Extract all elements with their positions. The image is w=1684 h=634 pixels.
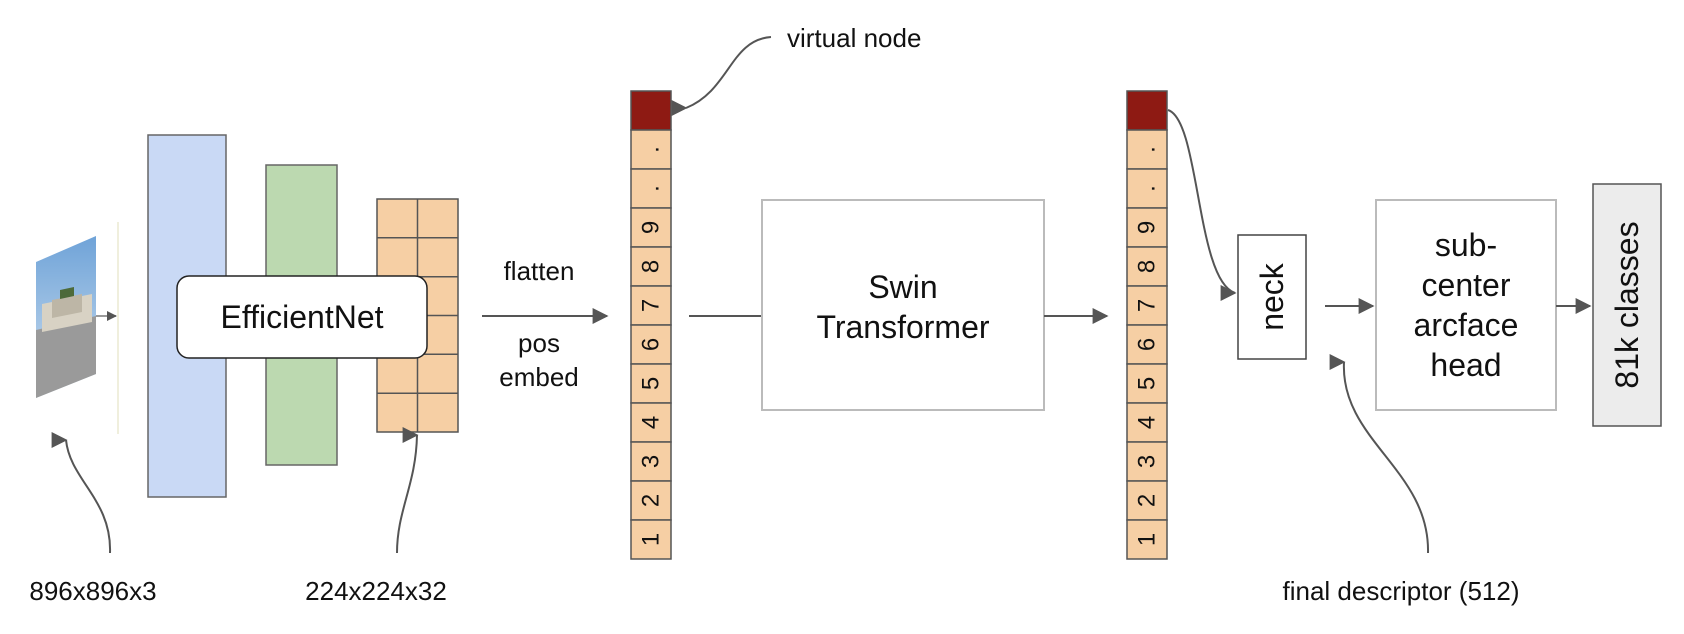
output-sequence-cell: [1126, 519, 1168, 560]
output-sequence-virtual-node: [1126, 90, 1168, 131]
output-sequence-cell-label: .: [1134, 146, 1161, 153]
arcface-head-line-1: sub-: [1435, 227, 1497, 263]
final-descriptor-label: final descriptor (512): [1283, 576, 1520, 606]
input-size-arrow: [51, 432, 112, 554]
input-sequence-cell: [630, 363, 672, 404]
input-sequence-cell-label: 9: [638, 221, 665, 234]
input-image: [36, 236, 96, 398]
input-sequence-cell: [630, 207, 672, 248]
input-sequence-cell: [630, 519, 672, 560]
virtual-node-arrow: [671, 36, 772, 116]
input-sequence-cell-label: .: [638, 185, 665, 192]
swin-label-line-2: Transformer: [816, 309, 989, 345]
input-sequence-cell: [630, 324, 672, 365]
input-sequence-cell: [630, 285, 672, 326]
efficientnet-label: EfficientNet: [220, 299, 383, 335]
output-sequence-cell-label: 5: [1134, 377, 1161, 390]
feature-size-arrow: [396, 427, 419, 554]
arcface-head-line-3: arcface: [1414, 307, 1519, 343]
output-sequence-cell: [1126, 480, 1168, 521]
virtual-node-label: virtual node: [787, 23, 921, 53]
arcface-head-line-4: head: [1430, 347, 1501, 383]
output-sequence-cell-label: 6: [1134, 338, 1161, 351]
input-sequence-cell-label: 8: [638, 260, 665, 273]
output-sequence-cell-label: 2: [1134, 494, 1161, 507]
input-sequence-virtual-node: [630, 90, 672, 131]
input-sequence-cell: [630, 441, 672, 482]
efficientnet-box: [176, 275, 428, 359]
input-sequence-cell-label: 3: [638, 455, 665, 468]
input-sequence-cell: [630, 402, 672, 443]
input-sequence-cell: [630, 480, 672, 521]
output-sequence-cell: [1126, 402, 1168, 443]
token-sequence-output: .. 9 8 7 6 5 4 3 2 1: [1126, 90, 1168, 560]
virtual-node-to-neck-arrow: [1167, 109, 1237, 301]
output-sequence-cell: [1126, 129, 1168, 170]
input-sequence-cell-label: .: [638, 146, 665, 153]
arcface-head-line-2: center: [1422, 267, 1511, 303]
classes-box: [1592, 183, 1662, 427]
neck-label: neck: [1254, 262, 1290, 331]
output-sequence-cell-label: 4: [1134, 416, 1161, 429]
flatten-label: flatten: [504, 256, 575, 286]
input-sequence-cell-label: 1: [638, 533, 665, 546]
classes-label: 81k classes: [1609, 221, 1645, 388]
output-sequence-cell-label: .: [1134, 185, 1161, 192]
token-sequence-input: .. 9 8 7 6 5 4 3 2 1: [630, 90, 672, 560]
output-sequence-cell-label: 7: [1134, 299, 1161, 312]
input-size-label: 896x896x3: [29, 576, 156, 606]
input-sequence-cell: [630, 129, 672, 170]
final-descriptor-arrow: [1329, 354, 1430, 554]
input-sequence-cell-label: 2: [638, 494, 665, 507]
embed-label: embed: [499, 362, 579, 392]
pos-label: pos: [518, 328, 560, 358]
output-sequence-cell-label: 3: [1134, 455, 1161, 468]
input-sequence-cell-label: 6: [638, 338, 665, 351]
output-sequence-cell-label: 1: [1134, 533, 1161, 546]
input-sequence-cell-label: 7: [638, 299, 665, 312]
output-sequence-cell: [1126, 207, 1168, 248]
output-sequence-cell-label: 8: [1134, 260, 1161, 273]
arcface-head-box: [1375, 199, 1557, 411]
swin-label-line-1: Swin: [868, 269, 937, 305]
feature-size-label: 224x224x32: [305, 576, 447, 606]
output-sequence-cell: [1126, 168, 1168, 209]
neck-box: [1237, 234, 1307, 360]
output-sequence-cell: [1126, 441, 1168, 482]
output-sequence-cell: [1126, 246, 1168, 287]
output-sequence-cell: [1126, 363, 1168, 404]
output-sequence-cell-label: 9: [1134, 221, 1161, 234]
input-sequence-cell-label: 5: [638, 377, 665, 390]
swin-transformer-box: [761, 199, 1045, 411]
input-sequence-cell: [630, 168, 672, 209]
input-sequence-cell-label: 4: [638, 416, 665, 429]
